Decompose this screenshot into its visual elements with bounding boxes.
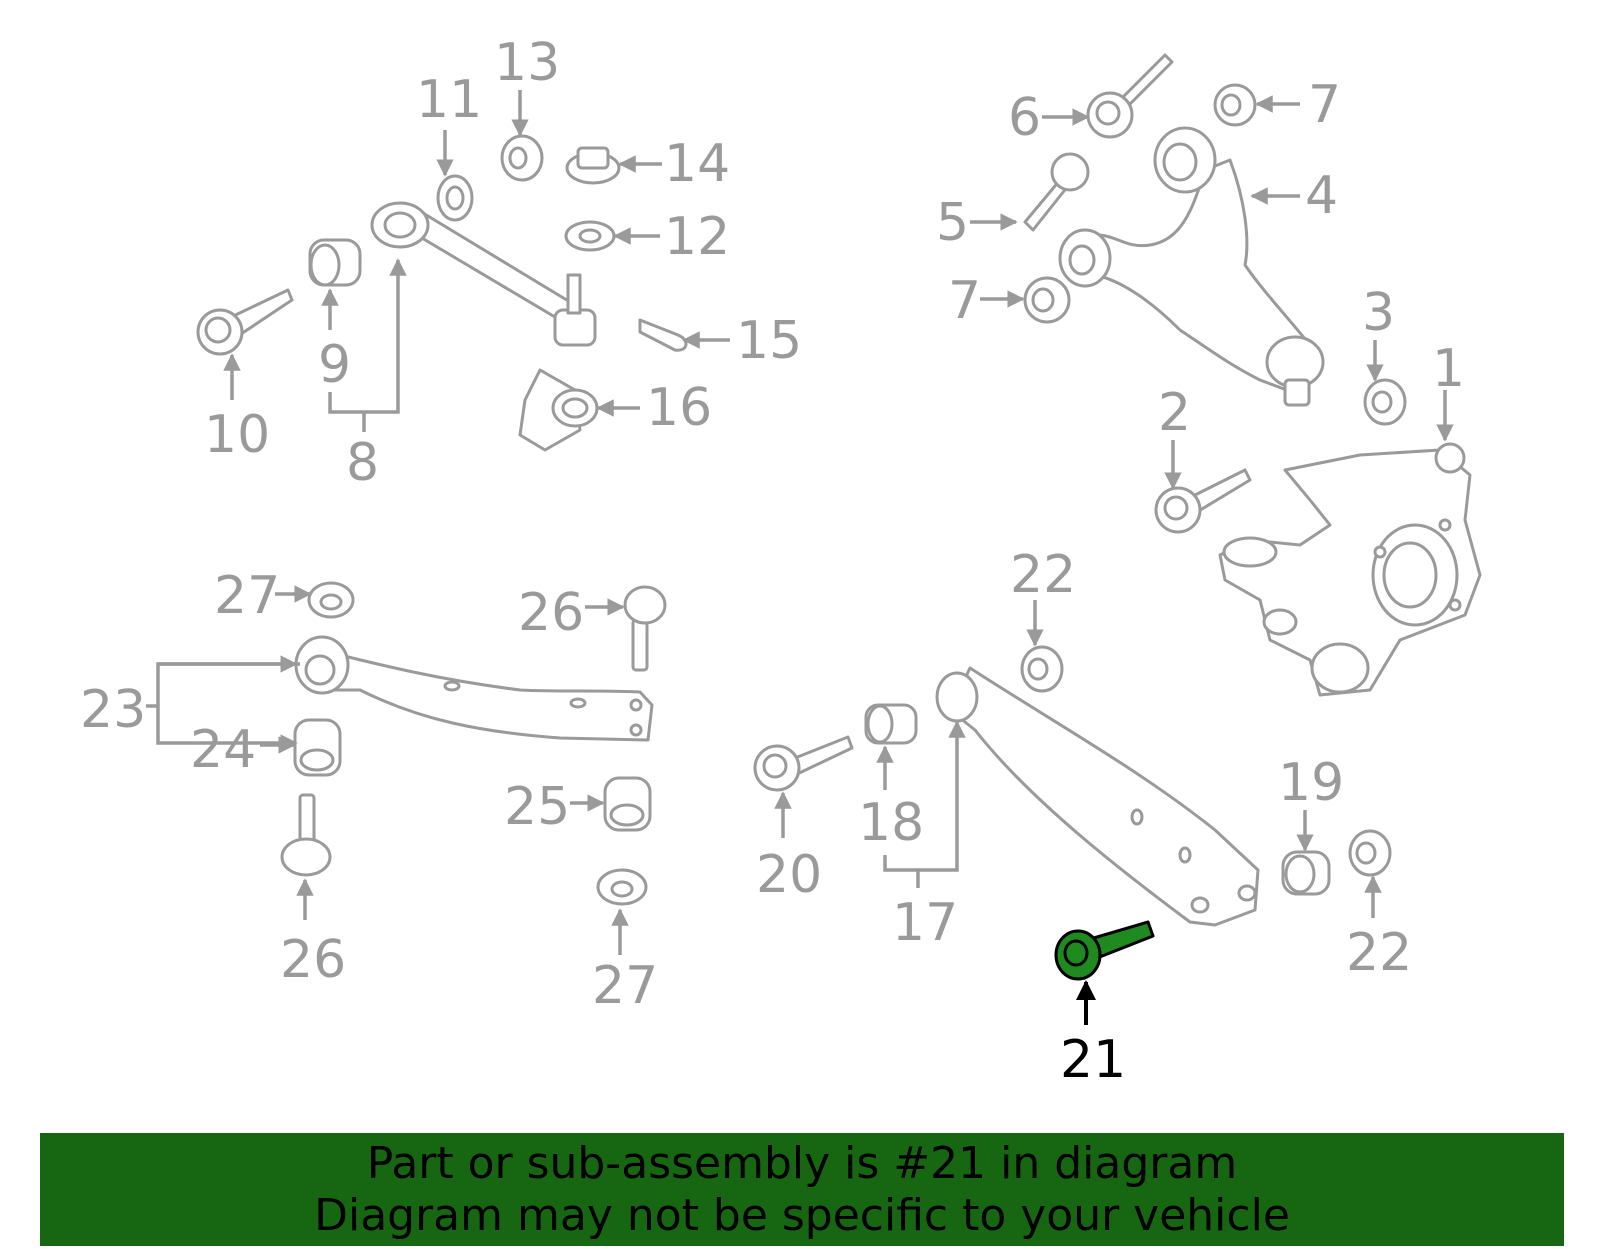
part-24-bushing bbox=[293, 718, 342, 777]
callout-1: 1 bbox=[1432, 339, 1465, 399]
callout-3: 3 bbox=[1362, 283, 1395, 343]
callout-7-upper: 7 bbox=[1308, 75, 1341, 135]
callout-6: 6 bbox=[1008, 88, 1041, 148]
part-18-bushing bbox=[864, 703, 918, 745]
callout-5: 5 bbox=[936, 193, 969, 253]
parts-diagram: 1 2 3 4 5 6 7 7 8 9 10 11 12 13 14 15 16… bbox=[80, 33, 1482, 1090]
callout-14: 14 bbox=[664, 134, 730, 194]
part-10-bolt bbox=[196, 288, 294, 356]
callout-9: 9 bbox=[318, 335, 351, 395]
part-6-bolt bbox=[1086, 53, 1174, 139]
callout-24: 24 bbox=[190, 720, 256, 780]
callout-12: 12 bbox=[664, 207, 730, 267]
callout-25: 25 bbox=[504, 777, 570, 837]
callout-15: 15 bbox=[736, 311, 802, 371]
callout-16: 16 bbox=[646, 378, 712, 438]
callout-26-upper: 26 bbox=[518, 583, 584, 643]
part-9-bushing bbox=[308, 238, 362, 287]
callout-7-lower: 7 bbox=[948, 271, 981, 331]
part-1-knuckle bbox=[1218, 442, 1482, 697]
callout-23: 23 bbox=[80, 680, 146, 740]
part-8-link bbox=[370, 201, 597, 347]
callout-13: 13 bbox=[494, 33, 560, 93]
part-23-lower-arm bbox=[294, 635, 654, 742]
info-banner: Part or sub-assembly is #21 in diagram D… bbox=[40, 1133, 1564, 1246]
part-20-bolt bbox=[753, 735, 854, 792]
banner-line-part: Part or sub-assembly is #21 in diagram bbox=[366, 1137, 1238, 1189]
callout-8: 8 bbox=[346, 433, 379, 493]
callout-17: 17 bbox=[892, 893, 958, 953]
part-25-bushing bbox=[603, 776, 652, 832]
callout-19: 19 bbox=[1278, 753, 1344, 813]
part-26-bolt-lower bbox=[280, 793, 332, 877]
callout-27-upper: 27 bbox=[214, 566, 280, 626]
banner-line-disclaimer: Diagram may not be specific to your vehi… bbox=[314, 1189, 1290, 1241]
part-5-bolt bbox=[1023, 152, 1090, 232]
callout-26-lower: 26 bbox=[280, 930, 346, 990]
callout-11: 11 bbox=[416, 70, 482, 130]
callout-10: 10 bbox=[204, 405, 270, 465]
callout-18: 18 bbox=[858, 793, 924, 853]
part-4-control-arm bbox=[1058, 126, 1325, 407]
part-21-bolt-highlighted bbox=[1054, 920, 1155, 981]
callout-4: 4 bbox=[1305, 166, 1338, 226]
callout-21: 21 bbox=[1060, 1030, 1126, 1090]
part-19-bushing bbox=[1281, 850, 1331, 896]
callout-labels: 1 2 3 4 5 6 7 7 8 9 10 11 12 13 14 15 16… bbox=[80, 33, 1465, 1090]
part-16-bracket bbox=[518, 368, 599, 452]
part-26-bolt-upper bbox=[623, 585, 667, 672]
callout-27-lower: 27 bbox=[592, 956, 658, 1016]
callout-22-upper: 22 bbox=[1010, 545, 1076, 605]
leader-lines bbox=[146, 90, 1454, 1025]
part-14-nut bbox=[565, 146, 621, 185]
part-17-lower-arm bbox=[935, 666, 1260, 927]
part-2-bolt bbox=[1154, 468, 1252, 534]
callout-2: 2 bbox=[1158, 383, 1191, 443]
part-15-clip bbox=[638, 318, 688, 352]
callout-22-lower: 22 bbox=[1346, 923, 1412, 983]
callout-20: 20 bbox=[756, 845, 822, 905]
